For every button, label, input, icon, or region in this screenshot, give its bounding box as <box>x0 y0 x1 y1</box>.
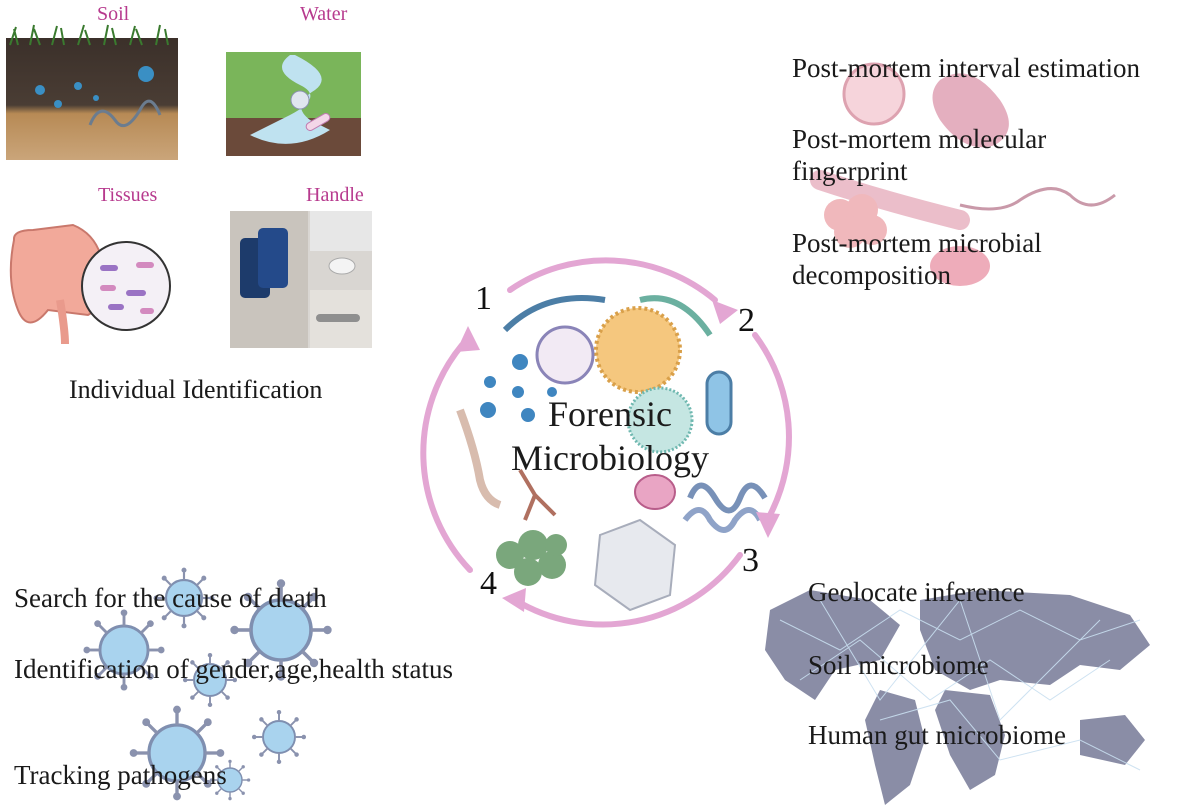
soil-image <box>6 24 178 160</box>
cause-of-death-text: Search for the cause of death <box>14 583 327 613</box>
individual-identification-label: Individual Identification <box>69 375 323 404</box>
human-gut-microbiome-text: Human gut microbiome <box>808 720 1066 750</box>
geolocate-inference-text: Geolocate inference <box>808 577 1025 607</box>
soil-microbiome-text: Soil microbiome <box>808 650 989 680</box>
world-map <box>765 590 1150 805</box>
cycle-number-1: 1 <box>475 280 492 317</box>
center-title-line-2: Microbiology <box>511 438 709 478</box>
center-title-line-1: Forensic <box>548 394 672 434</box>
post-mortem-bacteria-illustration <box>810 62 1116 286</box>
post-mortem-fingerprint-text: Post-mortem molecular fingerprint <box>792 124 1047 186</box>
tissues-label: Tissues <box>98 184 158 206</box>
identification-text: Identification of gender,age,health stat… <box>14 654 454 684</box>
tissues-image <box>9 223 171 345</box>
microbe-cluster <box>456 295 768 612</box>
handle-label: Handle <box>306 184 364 206</box>
post-mortem-interval-text: Post-mortem interval estimation <box>792 53 1140 83</box>
water-image <box>226 52 361 156</box>
water-label: Water <box>300 3 348 25</box>
cycle-number-4: 4 <box>480 565 497 602</box>
handle-image <box>230 211 372 348</box>
cycle-number-3: 3 <box>742 542 759 579</box>
cycle-number-2: 2 <box>738 302 755 339</box>
center-title: Forensic Microbiology <box>480 392 740 480</box>
tracking-pathogens-text: Tracking pathogens <box>14 760 227 790</box>
cycle-arrowheads <box>456 300 780 612</box>
post-mortem-decomposition-text: Post-mortem microbial decomposition <box>792 228 1042 290</box>
soil-label: Soil <box>97 3 130 25</box>
cycle-arrows <box>420 257 792 628</box>
